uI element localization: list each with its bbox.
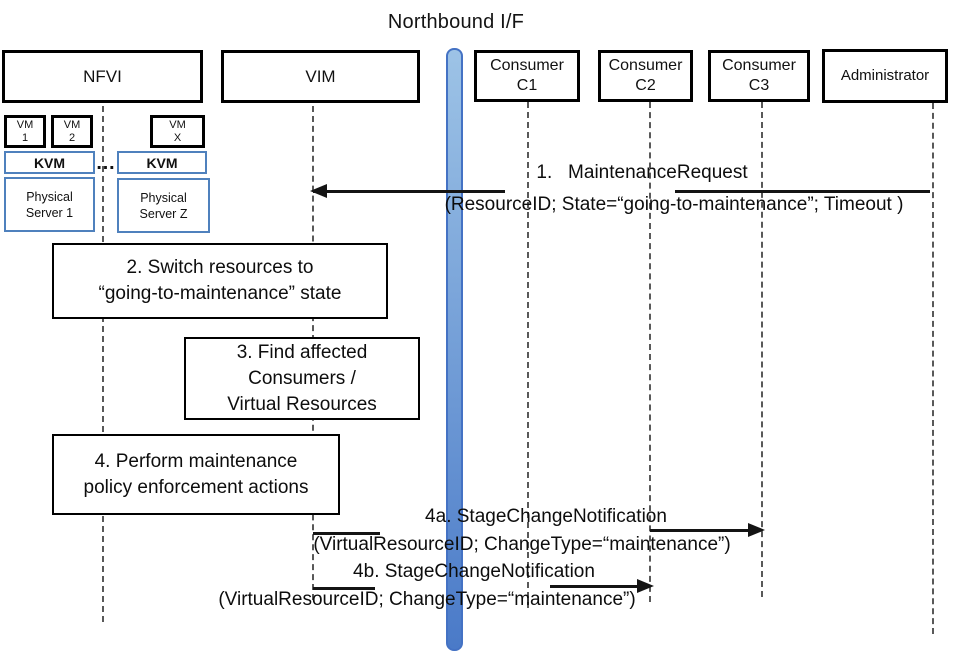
step-4-line-2: policy enforcement actions	[83, 476, 309, 498]
northbound-if-title: Northbound I/F	[387, 11, 525, 33]
physical-server-z-label: Physical	[140, 190, 187, 205]
step-3-line-2: Consumers /	[248, 367, 356, 389]
step-box-3: 3. Find affected Consumers / Virtual Res…	[184, 337, 420, 420]
message-1-name: 1. MaintenanceRequest	[536, 162, 748, 183]
physical-server-1-label: Physical	[26, 189, 73, 204]
lifeline-consumer-c2	[649, 102, 651, 602]
message-4b-line-right	[550, 585, 637, 588]
physical-server-1-box: Physical Server 1	[4, 177, 95, 232]
actor-label-c1-id: C1	[516, 77, 538, 94]
actor-label-c3-id: C3	[748, 77, 770, 94]
step-3-line-1: 3. Find affected	[236, 341, 368, 363]
message-1-line-right	[675, 190, 930, 193]
step-4-line-1: 4. Perform maintenance	[94, 450, 298, 472]
message-4b-arrowhead	[637, 579, 654, 593]
kvm-2-box: KVM	[117, 151, 207, 174]
message-4b-name: 4b. StageChangeNotification	[353, 561, 595, 582]
vm-1-label: VM	[16, 118, 34, 131]
message-1-line-left	[313, 190, 505, 193]
physical-server-z-box: Physical Server Z	[117, 178, 210, 233]
actor-label-consumer-c2: Consumer	[608, 57, 683, 74]
vm-2-label: VM	[63, 118, 81, 131]
physical-server-z-id: Server Z	[139, 206, 188, 221]
actor-label-vim: VIM	[305, 66, 336, 86]
actor-box-consumer-c2: Consumer C2	[598, 50, 693, 102]
message-1-arrowhead	[310, 184, 327, 198]
step-box-2: 2. Switch resources to “going-to-mainten…	[52, 243, 388, 319]
message-4a-line-left	[313, 532, 380, 535]
vm-2-number: 2	[68, 131, 76, 144]
message-4a-name: 4a. StageChangeNotification	[425, 506, 667, 527]
step-2-line-1: 2. Switch resources to	[126, 257, 314, 278]
kvm-1-box: KVM	[4, 151, 95, 174]
actor-label-consumer-c3: Consumer	[722, 57, 796, 74]
actor-box-consumer-c1: Consumer C1	[474, 50, 580, 102]
actor-box-nfvi: NFVI	[2, 50, 203, 103]
kvm-2-label: KVM	[146, 154, 178, 171]
vm-x-box: VM X	[150, 115, 205, 148]
actor-label-c2-id: C2	[635, 77, 656, 94]
message-4b-line-left	[313, 587, 375, 590]
message-4a-params: (VirtualResourceID; ChangeType=“maintena…	[313, 534, 731, 555]
message-4a-line-right	[650, 529, 748, 532]
step-2-line-2: “going-to-maintenance” state	[98, 283, 342, 304]
actor-label-administrator: Administrator	[840, 67, 930, 84]
lifeline-consumer-c1	[527, 102, 529, 608]
step-box-4: 4. Perform maintenance policy enforcemen…	[52, 434, 340, 515]
kvm-1-label: KVM	[33, 154, 66, 171]
northbound-if-bar	[446, 48, 463, 651]
step-3-line-3: Virtual Resources	[227, 393, 377, 415]
lifeline-consumer-c3	[761, 102, 763, 597]
lifeline-nfvi	[102, 106, 104, 622]
vm-2-box: VM 2	[51, 115, 93, 148]
vm-x-label: VM	[169, 118, 186, 131]
actor-box-consumer-c3: Consumer C3	[708, 50, 810, 102]
ellipsis: …	[95, 152, 116, 174]
message-4a-arrowhead	[748, 523, 765, 537]
vm-x-number: X	[173, 131, 182, 144]
vm-1-box: VM 1	[4, 115, 46, 148]
actor-label-consumer-c1: Consumer	[490, 57, 564, 74]
message-4b-params: (VirtualResourceID; ChangeType=“maintena…	[218, 589, 636, 610]
actor-label-nfvi: NFVI	[83, 66, 122, 86]
lifeline-administrator	[932, 103, 934, 634]
actor-box-vim: VIM	[221, 50, 420, 103]
vm-1-number: 1	[21, 131, 29, 144]
actor-box-administrator: Administrator	[822, 49, 948, 103]
physical-server-1-id: Server 1	[25, 205, 74, 220]
message-1-params: (ResourceID; State=“going-to-maintenance…	[444, 194, 904, 215]
